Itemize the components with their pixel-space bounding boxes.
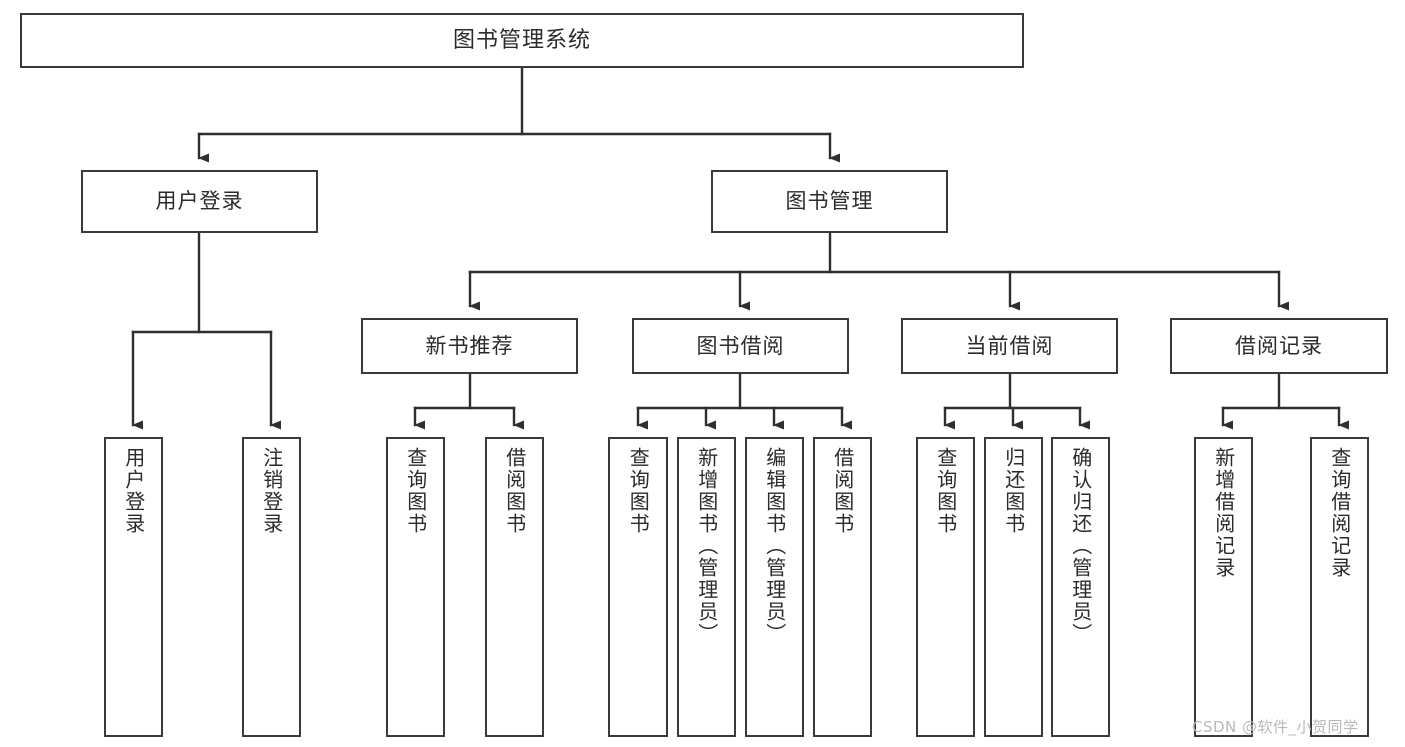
- leaf-return-book[interactable]: 归还图书: [984, 437, 1043, 737]
- leaf-query-book-2[interactable]: 查询图书: [608, 437, 668, 737]
- node-label: 新书推荐: [425, 333, 514, 358]
- leaf-user-login[interactable]: 用户登录: [104, 437, 163, 737]
- node-borrow-record[interactable]: 借阅记录: [1170, 318, 1388, 374]
- node-root-system[interactable]: 图书管理系统: [20, 13, 1024, 68]
- node-label: 新增图书（管理员）: [694, 447, 719, 645]
- node-label: 确认归还（管理员）: [1068, 447, 1093, 645]
- node-label: 借阅图书: [502, 447, 527, 535]
- node-label: 图书借阅: [696, 333, 785, 358]
- leaf-edit-book[interactable]: 编辑图书（管理员）: [745, 437, 804, 737]
- node-label: 注销登录: [259, 447, 284, 535]
- leaf-query-book-1[interactable]: 查询图书: [386, 437, 445, 737]
- node-label: 用户登录: [155, 189, 244, 213]
- node-label: 查询图书: [626, 447, 651, 535]
- node-user-login[interactable]: 用户登录: [81, 170, 318, 233]
- node-book-management[interactable]: 图书管理: [711, 170, 948, 233]
- node-label: 归还图书: [1001, 447, 1026, 535]
- node-label: 用户登录: [121, 447, 146, 535]
- node-label: 借阅记录: [1235, 333, 1323, 358]
- node-label: 新增借阅记录: [1211, 447, 1236, 579]
- leaf-borrow-book-2[interactable]: 借阅图书: [813, 437, 872, 737]
- node-label: 图书管理: [785, 189, 874, 213]
- node-new-book-recommend[interactable]: 新书推荐: [361, 318, 578, 374]
- node-label: 查询图书: [403, 447, 428, 535]
- node-label: 查询借阅记录: [1327, 447, 1352, 579]
- node-label: 当前借阅: [965, 333, 1054, 358]
- leaf-confirm-return[interactable]: 确认归还（管理员）: [1051, 437, 1110, 737]
- node-label: 借阅图书: [830, 447, 855, 535]
- node-label: 查询图书: [933, 447, 958, 535]
- leaf-add-borrow-record[interactable]: 新增借阅记录: [1194, 437, 1253, 737]
- tree-connectors: [131, 66, 1349, 430]
- node-book-borrow[interactable]: 图书借阅: [632, 318, 849, 374]
- node-label: 图书管理系统: [452, 27, 591, 53]
- leaf-borrow-book-1[interactable]: 借阅图书: [485, 437, 544, 737]
- leaf-query-book-3[interactable]: 查询图书: [916, 437, 975, 737]
- node-current-borrow[interactable]: 当前借阅: [901, 318, 1118, 374]
- leaf-logout-login[interactable]: 注销登录: [242, 437, 301, 737]
- csdn-watermark: CSDN @软件_小贺同学: [1192, 718, 1359, 736]
- leaf-query-borrow-record[interactable]: 查询借阅记录: [1310, 437, 1369, 737]
- leaf-add-book[interactable]: 新增图书（管理员）: [677, 437, 736, 737]
- node-label: 编辑图书（管理员）: [762, 447, 787, 645]
